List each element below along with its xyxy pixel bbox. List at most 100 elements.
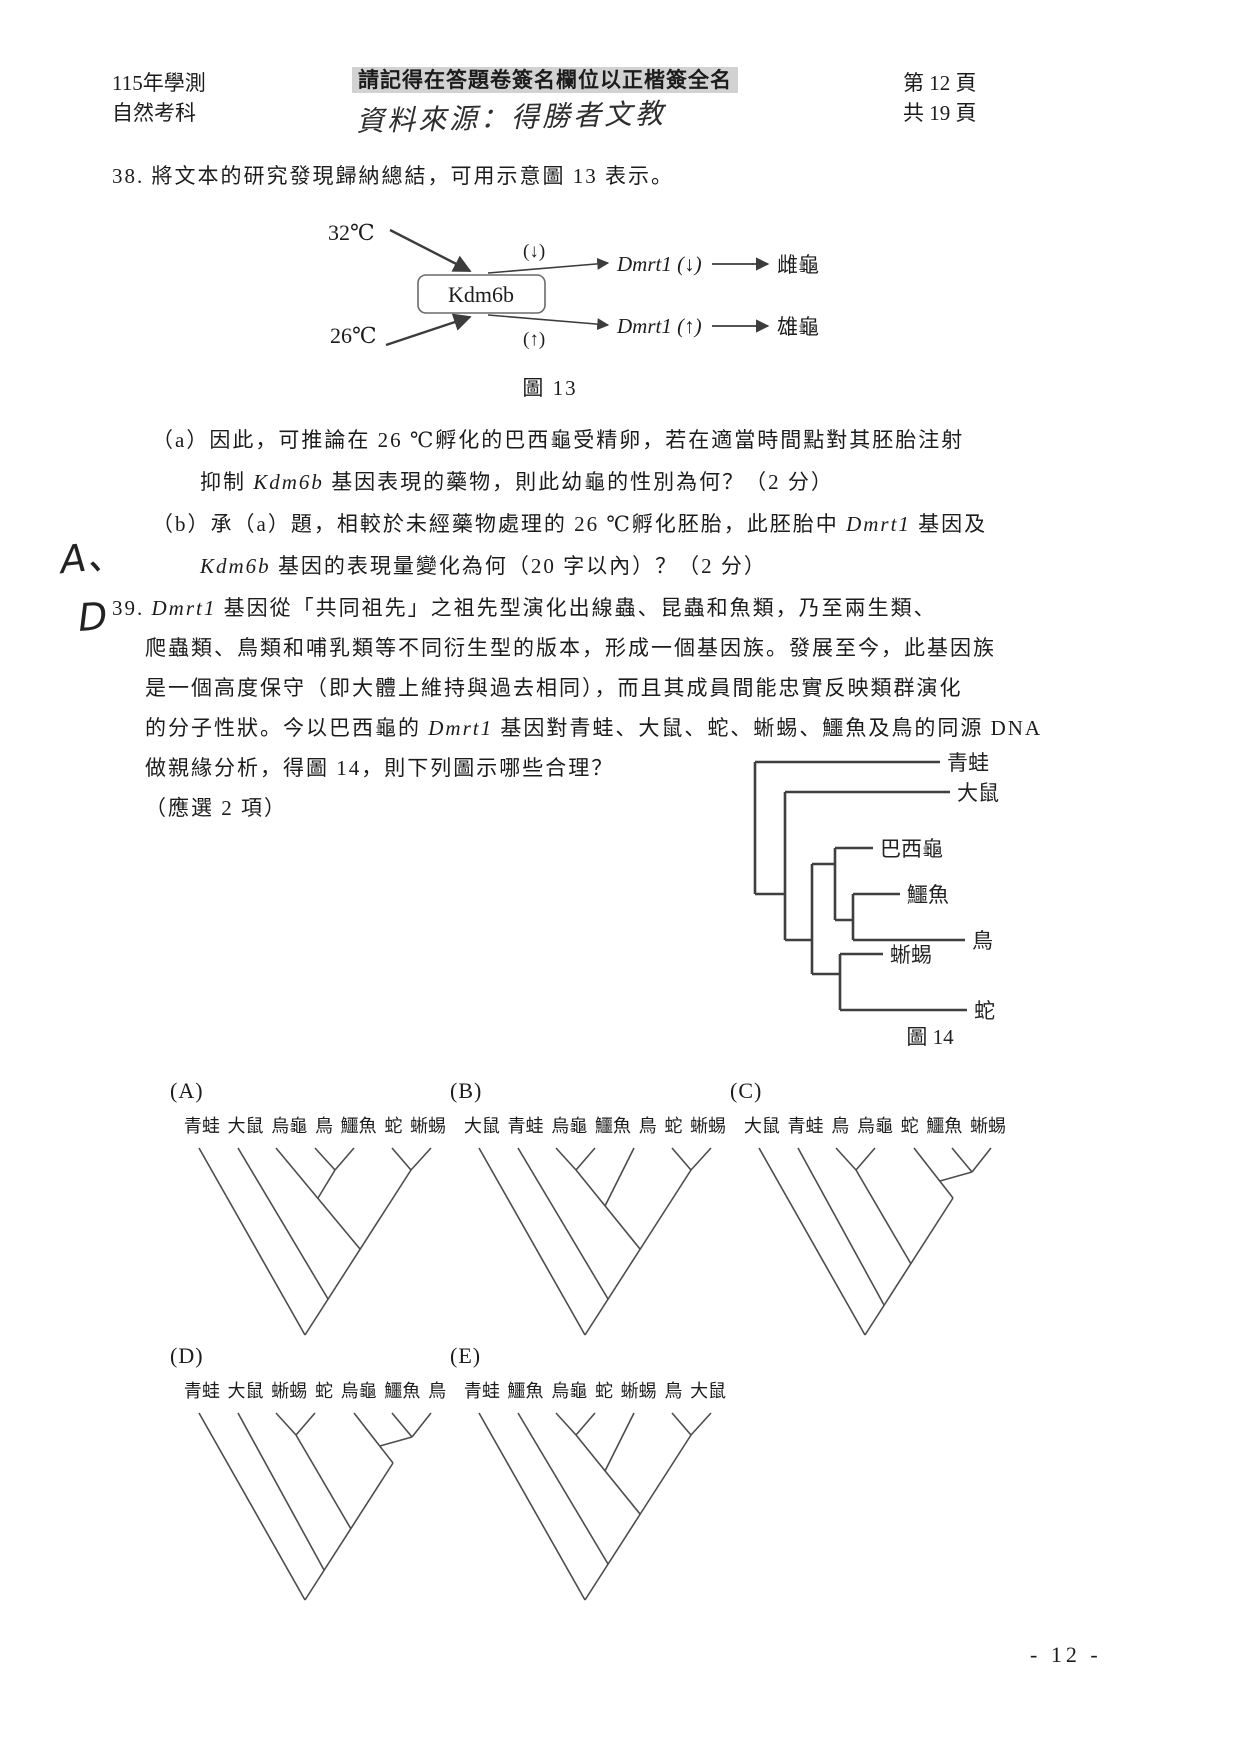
q39-l4-post: 基因對青蛙、大鼠、蛇、蜥蜴、鱷魚及鳥的同源 DNA: [493, 716, 1043, 740]
option-d-taxon: 蜥蜴: [271, 1381, 308, 1401]
fig14-label-bird: 鳥: [972, 929, 993, 953]
fig13-female-label: 雌龜: [777, 253, 819, 277]
fig13-temp-26: 26℃: [330, 323, 377, 348]
option-d: (D) 青蛙 大鼠 蜥蜴 蛇 烏龜 鱷魚 鳥: [170, 1343, 460, 1611]
fig14-label-frog: 青蛙: [947, 751, 989, 775]
option-b-taxon: 鱷魚: [594, 1116, 631, 1136]
figure13-diagram: 32℃ 26℃ Kdm6b (↓) Dmrt1 (↓) 雌龜 (↑) Dmrt1…: [328, 220, 819, 350]
option-e-taxon: 鳥: [664, 1381, 683, 1401]
option-d-label: (D): [170, 1343, 204, 1368]
q38-b2-post: 基因的表現量變化為何（20 字以內）？（2 分）: [270, 554, 767, 578]
q39-l1-num: 39.: [112, 596, 152, 620]
fig14-label-croc: 鱷魚: [907, 883, 949, 907]
option-b-taxon: 蛇: [664, 1116, 683, 1136]
q38-a2-gene: Kdm6b: [253, 470, 324, 494]
option-d-taxon: 鱷魚: [384, 1381, 421, 1401]
q39-line1: 39. Dmrt1 基因從「共同祖先」之祖先型演化出線蟲、昆蟲和魚類，乃至兩生類…: [112, 592, 1142, 625]
option-d-cladogram: [180, 1405, 450, 1605]
fig13-temp-32: 32℃: [328, 220, 375, 245]
handwritten-answer-d: D: [76, 594, 109, 640]
option-b: (B) 大鼠 青蛙 烏龜 鱷魚 鳥 蛇 蜥蜴: [450, 1078, 740, 1346]
fig13-kdm6b-box: [418, 275, 545, 313]
q38-a2-post: 基因表現的藥物，則此幼龜的性別為何？（2 分）: [323, 470, 834, 494]
q38-b1-post: 基因及: [910, 512, 988, 536]
option-e-taxon: 烏龜: [551, 1381, 588, 1401]
option-d-taxon: 蛇: [314, 1381, 333, 1401]
option-e-taxon: 鱷魚: [507, 1381, 544, 1401]
q39-l4-pre: 的分子性狀。今以巴西龜的: [145, 716, 429, 740]
option-e-taxon: 青蛙: [463, 1381, 500, 1401]
option-b-cladogram: [460, 1140, 730, 1340]
option-c: (C) 大鼠 青蛙 鳥 烏龜 蛇 鱷魚 蜥蜴: [730, 1078, 1020, 1346]
fig14-label-lizard: 蜥蜴: [890, 943, 932, 967]
option-a-taxon: 大鼠: [227, 1116, 264, 1136]
option-b-taxa-row: 大鼠 青蛙 烏龜 鱷魚 鳥 蛇 蜥蜴: [460, 1112, 730, 1138]
q38-stem: 38. 將文本的研究發現歸納總結，可用示意圖 13 表示。: [112, 164, 674, 188]
q39-line4: 的分子性狀。今以巴西龜的 Dmrt1 基因對青蛙、大鼠、蛇、蜥蜴、鱷魚及鳥的同源…: [145, 712, 1155, 745]
option-b-taxon: 鳥: [638, 1116, 657, 1136]
option-c-taxon: 大鼠: [743, 1116, 780, 1136]
option-d-taxon: 烏龜: [340, 1381, 377, 1401]
figure14: 青蛙 大鼠 巴西龜 鱷魚 鳥 蜥蜴 蛇 圖 14: [715, 742, 1095, 1060]
q38-b1-pre: （b）承（a）題，相較於未經藥物處理的 26 ℃孵化胚胎，此胚胎中: [152, 512, 847, 536]
signature-notice: 請記得在答題卷簽名欄位以正楷簽全名: [352, 67, 738, 93]
option-a-label: (A): [170, 1078, 204, 1103]
q38-sub-a-line2: 抑制 Kdm6b 基因表現的藥物，則此幼龜的性別為何？（2 分）: [200, 466, 1150, 499]
option-c-taxon: 蜥蜴: [970, 1116, 1007, 1136]
option-c-taxon: 烏龜: [856, 1116, 893, 1136]
handwritten-answer-a: A、: [57, 531, 127, 583]
fig13-up-small-label: (↑): [523, 329, 545, 350]
q39-line3: 是一個高度保守（即大體上維持與過去相同），而且其成員間能忠實反映類群演化: [145, 676, 963, 700]
fig13-arrow-box-to-dmrt1-up: [488, 315, 610, 331]
option-e-taxon: 大鼠: [690, 1381, 727, 1401]
option-d-taxa-row: 青蛙 大鼠 蜥蜴 蛇 烏龜 鱷魚 鳥: [180, 1377, 450, 1403]
fig13-arrow-26-to-box: [386, 313, 472, 345]
fig14-label-snake: 蛇: [974, 999, 995, 1023]
q38-sub-b-line2: Kdm6b 基因的表現量變化為何（20 字以內）？（2 分）: [200, 550, 1150, 583]
option-c-label: (C): [730, 1078, 763, 1103]
option-a-taxon: 鱷魚: [340, 1116, 377, 1136]
fig13-dmrt1-up-label: Dmrt1 (↑): [616, 314, 702, 338]
option-c-taxon: 鳥: [831, 1116, 850, 1136]
option-d-taxon: 青蛙: [183, 1381, 220, 1401]
exam-name: 115年學測: [112, 71, 206, 95]
figure14-tree: 青蛙 大鼠 巴西龜 鱷魚 鳥 蜥蜴 蛇 圖 14: [715, 751, 999, 1049]
figure13: 32℃ 26℃ Kdm6b (↓) Dmrt1 (↓) 雌龜 (↑) Dmrt1…: [320, 205, 840, 371]
exam-subject: 自然考科: [112, 101, 196, 126]
option-a-cladogram: [180, 1140, 450, 1340]
fig13-down-small-label: (↓): [523, 241, 545, 262]
option-c-taxon: 鱷魚: [926, 1116, 963, 1136]
header-notice: 請記得在答題卷簽名欄位以正楷簽全名: [352, 64, 738, 94]
option-e-taxa-row: 青蛙 鱷魚 烏龜 蛇 蜥蜴 鳥 大鼠: [460, 1377, 730, 1403]
option-b-taxon: 青蛙: [507, 1116, 544, 1136]
page-current: 第 12 頁: [903, 71, 977, 95]
option-a-taxon: 青蛙: [183, 1116, 220, 1136]
option-c-taxa-row: 大鼠 青蛙 鳥 烏龜 蛇 鱷魚 蜥蜴: [740, 1112, 1010, 1138]
fig13-male-label: 雄龜: [777, 315, 819, 339]
option-e-cladogram: [460, 1405, 730, 1605]
option-a-taxon: 蛇: [384, 1116, 403, 1136]
option-a-taxa-row: 青蛙 大鼠 烏龜 鳥 鱷魚 蛇 蜥蜴: [180, 1112, 450, 1138]
fig13-arrow-box-to-dmrt1-down: [488, 257, 610, 273]
handwritten-source-note: 資料來源：得勝者文教: [355, 96, 667, 139]
option-e-taxon: 蜥蜴: [620, 1381, 657, 1401]
page-total: 共 19 頁: [903, 101, 977, 126]
option-e-label: (E): [450, 1343, 482, 1368]
option-b-label: (B): [450, 1078, 483, 1103]
option-e-taxon: 蛇: [594, 1381, 613, 1401]
fig13-arrow-32-to-box: [390, 230, 472, 271]
option-d-taxon: 鳥: [428, 1381, 447, 1401]
option-a: (A) 青蛙 大鼠 烏龜 鳥 鱷魚 蛇 蜥蜴: [170, 1078, 460, 1346]
fig13-dmrt1-down-label: Dmrt1 (↓): [616, 252, 702, 276]
header-exam-info: 115年學測 自然考科: [112, 68, 206, 129]
option-a-taxon: 蜥蜴: [410, 1116, 447, 1136]
q39-l4-gene: Dmrt1: [428, 716, 494, 740]
header-page-info: 第 12 頁 共 19 頁: [903, 68, 977, 129]
fig14-label-turtle: 巴西龜: [880, 837, 943, 861]
option-c-taxon: 青蛙: [787, 1116, 824, 1136]
q39-line6: （應選 2 項）: [145, 796, 287, 820]
option-b-taxon: 蜥蜴: [690, 1116, 727, 1136]
q38-sub-b-line1: （b）承（a）題，相較於未經藥物處理的 26 ℃孵化胚胎，此胚胎中 Dmrt1 …: [152, 508, 1172, 541]
q39-line5: 做親緣分析，得圖 14，則下列圖示哪些合理？: [145, 756, 615, 780]
